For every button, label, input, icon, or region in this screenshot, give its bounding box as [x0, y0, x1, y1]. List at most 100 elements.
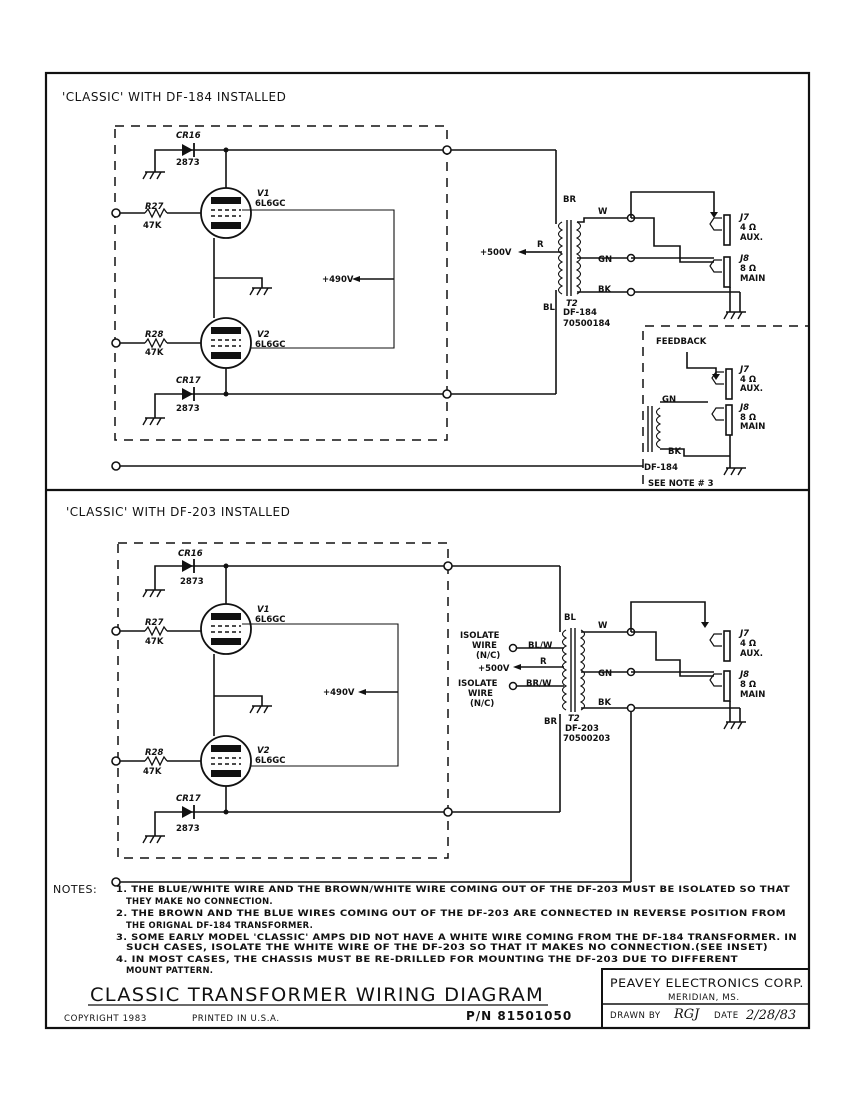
inset-j7-name: AUX.	[740, 384, 763, 394]
bottom-cr17-value: 2873	[176, 824, 200, 834]
inset-feedback: FEEDBACK	[656, 337, 707, 347]
top-b490: +490V	[322, 275, 354, 285]
inset-j7-label: J7	[738, 365, 749, 375]
bottom-isolate1-b: WIRE	[472, 641, 497, 651]
note-line: MOUNT PATTERN.	[126, 965, 213, 975]
bottom-blw-lead: BL/W	[528, 641, 553, 651]
bottom-r-lead: R	[540, 657, 547, 667]
corp-box	[601, 968, 810, 1029]
drawn-by-label: DRAWN BY	[610, 1011, 661, 1021]
bottom-j8-label: J8	[738, 670, 749, 680]
inset-j8-jack	[711, 404, 733, 436]
bottom-v1-tube	[200, 603, 252, 655]
top-v1-type: 6L6GC	[255, 199, 285, 209]
top-b500: +500V	[480, 248, 512, 258]
bottom-bk-lead: BK	[598, 698, 611, 708]
bottom-amp-dashed-box	[117, 542, 449, 859]
printed-in: PRINTED IN U.S.A.	[192, 1014, 280, 1024]
inset-j8-ohm: 8 Ω	[740, 413, 756, 423]
bottom-t2-type: DF-203	[565, 724, 599, 734]
note-line: 1. THE BLUE/WHITE WIRE AND THE BROWN/WHI…	[116, 884, 790, 894]
bottom-v1-label: V1	[257, 605, 270, 615]
corp-name: PEAVEY ELECTRONICS CORP.	[610, 976, 804, 990]
bottom-v2-type: 6L6GC	[255, 756, 285, 766]
top-j8-label: J8	[738, 254, 749, 264]
top-r27-value: 47K	[143, 221, 162, 231]
top-v2-type: 6L6GC	[255, 340, 285, 350]
top-bl-lead: BL	[543, 303, 555, 313]
bottom-gn-lead: GN	[598, 669, 612, 679]
top-j7-label: J7	[738, 213, 749, 223]
part-number: P/N 81501050	[466, 1009, 572, 1023]
top-v1-label: V1	[257, 189, 270, 199]
notes-block: NOTES: 1. THE BLUE/WHITE WIRE AND THE BR…	[53, 883, 797, 975]
inset-gn: GN	[662, 395, 676, 405]
inset-j8-name: MAIN	[740, 422, 765, 432]
top-r-lead: R	[537, 240, 544, 250]
top-cr16-label: CR16	[176, 131, 201, 141]
bottom-schematic: 'CLASSIC' WITH DF-203 INSTALLED CR16 287…	[66, 505, 765, 887]
bottom-j7-jack	[709, 630, 731, 662]
date-label: DATE	[714, 1011, 739, 1021]
bottom-isolate1-c: (N/C)	[476, 651, 500, 661]
bottom-v1-type: 6L6GC	[255, 615, 285, 625]
top-schematic: 'CLASSIC' WITH DF-184 INSTALLED CR16 287…	[62, 90, 765, 471]
drawing-title: CLASSIC TRANSFORMER WIRING DIAGRAM	[90, 984, 544, 1006]
bottom-v2-tube	[200, 735, 252, 787]
drawn-by-initials: RGJ	[673, 1007, 700, 1022]
top-amp-dashed-box	[114, 125, 448, 441]
note-line: THE ORIGNAL DF-184 TRANSFORMER.	[126, 920, 313, 930]
bottom-r27-label: R27	[145, 618, 163, 628]
note-line: 3. SOME EARLY MODEL 'CLASSIC' AMPS DID N…	[116, 932, 797, 942]
bottom-j7-ohm: 4 Ω	[740, 639, 756, 649]
top-j8-ohm: 8 Ω	[740, 264, 756, 274]
bottom-w-lead: W	[598, 621, 608, 631]
bottom-cr16-label: CR16	[178, 549, 203, 559]
inset-xfmr: DF-184	[644, 463, 678, 473]
note-line: 4. IN MOST CASES, THE CHASSIS MUST BE RE…	[116, 954, 738, 964]
top-j7-jack	[709, 214, 731, 246]
bottom-isolate2-c: (N/C)	[470, 699, 494, 709]
bottom-bl-lead: BL	[564, 613, 576, 623]
bottom-j7-name: AUX.	[740, 649, 763, 659]
note-line: THEY MAKE NO CONNECTION.	[126, 896, 273, 906]
title-block: CLASSIC TRANSFORMER WIRING DIAGRAM COPYR…	[64, 968, 810, 1029]
top-v2-label: V2	[257, 330, 270, 340]
inset-bk: BK	[668, 447, 681, 457]
top-v2-tube	[200, 317, 252, 369]
top-cr17-label: CR17	[176, 376, 201, 386]
top-w-lead: W	[598, 207, 608, 217]
bottom-t2-pn: 70500203	[563, 734, 610, 744]
inset-see-note: SEE NOTE # 3	[648, 479, 714, 489]
bottom-r27-value: 47K	[145, 637, 164, 647]
bottom-heading: 'CLASSIC' WITH DF-203 INSTALLED	[66, 505, 290, 519]
bottom-brw-lead: BR/W	[526, 679, 552, 689]
bottom-br-lead: BR	[544, 717, 557, 727]
note-line: SUCH CASES, ISOLATE THE WHITE WIRE OF TH…	[126, 942, 768, 952]
top-r28-value: 47K	[145, 348, 164, 358]
drawing-frame	[44, 71, 811, 1030]
bottom-cr17-label: CR17	[176, 794, 201, 804]
bottom-v2-label: V2	[257, 746, 270, 756]
top-j8-name: MAIN	[740, 274, 765, 284]
top-heading: 'CLASSIC' WITH DF-184 INSTALLED	[62, 90, 286, 104]
inset-early-amp: FEEDBACK GN BK DF-184 SEE NOTE # 3 J7 4 …	[642, 325, 809, 489]
top-cr16-value: 2873	[176, 158, 200, 168]
bottom-b500: +500V	[478, 664, 510, 674]
copyright: COPYRIGHT 1983	[64, 1014, 147, 1024]
bottom-isolate1-a: ISOLATE	[460, 631, 500, 641]
top-bk-lead: BK	[598, 285, 611, 295]
top-r27-label: R27	[145, 202, 163, 212]
top-j8-jack	[709, 256, 731, 288]
bottom-j7-label: J7	[738, 629, 749, 639]
top-r28-label: R28	[145, 330, 163, 340]
bottom-j8-name: MAIN	[740, 690, 765, 700]
bottom-isolate2-a: ISOLATE	[458, 679, 498, 689]
top-j7-ohm: 4 Ω	[740, 223, 756, 233]
top-t2-pn: 70500184	[563, 319, 610, 329]
top-t2-type: DF-184	[563, 308, 597, 318]
top-j7-name: AUX.	[740, 233, 763, 243]
bottom-j8-jack	[709, 670, 731, 702]
top-v1-tube	[200, 187, 252, 239]
